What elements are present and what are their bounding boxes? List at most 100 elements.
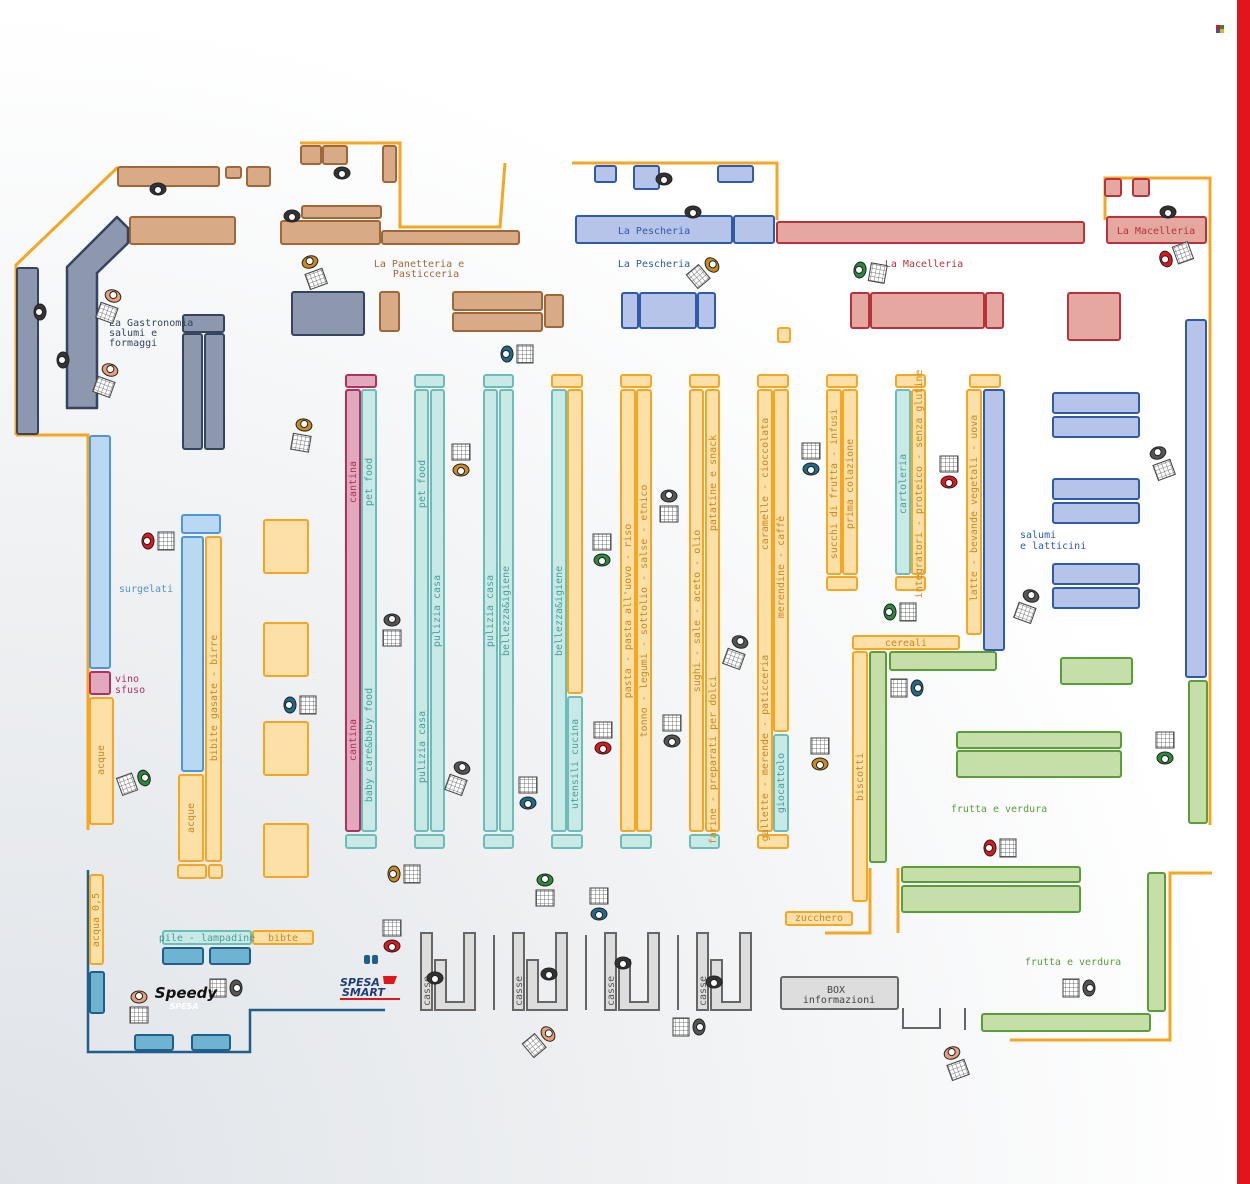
spesa-smart-text-1: SPESA	[340, 976, 380, 989]
staff-icon	[333, 166, 351, 180]
shelf-44	[208, 864, 223, 879]
shelf-5	[382, 145, 397, 183]
shelf-97	[852, 635, 960, 650]
shopper-with-cart-icon	[983, 838, 1017, 858]
staff-icon	[1159, 205, 1177, 219]
frutta-verdura-label-1: frutta e verdura	[951, 804, 1047, 815]
shelf-71	[689, 389, 704, 832]
pile-lampadine-label: pile - lampadine	[159, 933, 255, 944]
aisle-label-utensili: utensili cucina	[570, 719, 581, 809]
aisle-label-gallette: gallette - merende - paticceria	[760, 655, 771, 842]
shelf-3	[300, 145, 322, 165]
shelf-67	[620, 389, 636, 832]
spesa-smart-text-2: SMART	[342, 986, 386, 999]
shelf-37	[89, 671, 111, 695]
casse-label-3: casse	[606, 976, 617, 1006]
shelf-56	[414, 834, 445, 849]
shelf-43	[177, 864, 207, 879]
shelf-9	[381, 230, 520, 245]
shopper-with-cart-icon	[943, 1046, 970, 1082]
aisle-label-caramelle: caramelle - cioccolata	[760, 418, 771, 550]
shelf-38	[89, 697, 114, 825]
shelf-111	[162, 930, 252, 945]
shelf-96	[1185, 319, 1207, 678]
shelf-24	[621, 292, 639, 329]
horizontal-aisle-labels: cereali zucchero pile - lampadine bibte	[159, 638, 927, 944]
shopper-with-cart-icon	[535, 873, 555, 907]
salumi-latticini-label: salumi e latticini	[1020, 530, 1086, 552]
shelf-105	[1188, 680, 1208, 824]
casse-label-1: casse	[422, 976, 433, 1006]
shelf-103	[956, 731, 1122, 749]
shelf-13	[544, 294, 564, 328]
shelf-26	[697, 292, 716, 329]
shelf-74	[757, 374, 789, 388]
gray-walls	[493, 935, 966, 1030]
shelf-14	[16, 267, 39, 435]
aisle-label-sughi: sughi - sale - aceto - olio	[692, 530, 703, 693]
shelf-30	[1106, 216, 1207, 244]
shelf-41	[205, 536, 222, 862]
shelf-27	[776, 221, 1085, 244]
checkout-4: casse	[696, 932, 752, 1011]
checkout-3: casse	[604, 932, 660, 1011]
aisle-label-patatine: patatine e snack	[708, 435, 719, 531]
right-edge-bar	[1237, 0, 1250, 1184]
shelf-28	[1104, 178, 1122, 197]
aisle-label-integratori: integratori - proteico - senza glutine	[914, 370, 925, 599]
shopper-with-cart-icon	[722, 635, 749, 671]
shopper-with-cart-icon	[382, 919, 402, 953]
shelf-95	[1052, 587, 1140, 609]
shopper-with-cart-icon	[518, 776, 538, 810]
shopper-with-cart-icon	[92, 363, 119, 399]
speedy-logo-subtext: SPESA	[169, 1002, 198, 1011]
shopper-with-cart-icon	[593, 721, 613, 755]
shelf-12	[452, 312, 543, 332]
shelf-53	[414, 374, 445, 388]
shelves-layer	[16, 145, 1208, 1051]
staff-icon	[684, 205, 702, 219]
panetteria-label: La Panetteria e Pasticceria	[374, 259, 470, 280]
speedy-spesa-logo: Speedy SPESA	[155, 984, 219, 1011]
shelf-112	[252, 930, 314, 945]
shelf-68	[636, 389, 652, 832]
shelf-0	[117, 166, 220, 187]
corner-logo-icon	[1216, 25, 1224, 33]
aisle-label-succhi: succhi di frutta - infusi	[829, 409, 840, 560]
shelf-7	[301, 205, 382, 219]
aisle-label-cartoleria: cartoleria	[898, 454, 909, 514]
shelf-48	[263, 823, 309, 878]
casse-label-4: casse	[698, 976, 709, 1006]
shelf-34	[1067, 292, 1121, 341]
gastronomia-counter	[65, 215, 130, 410]
frutta-verdura-label-2: frutta e verdura	[1025, 957, 1121, 968]
exit-walls	[86, 870, 385, 1054]
shopper-with-cart-icon	[301, 255, 328, 291]
aisle-label-biscotti: biscotti	[855, 753, 866, 801]
shelf-108	[1147, 872, 1166, 1012]
shelf-113	[162, 947, 204, 965]
shopper-with-cart-icon	[1149, 446, 1176, 482]
shelf-23	[733, 215, 775, 244]
shelf-45	[263, 519, 309, 574]
shelf-72	[705, 389, 720, 832]
shopper-with-cart-icon	[853, 261, 888, 284]
surgelati-label: surgelati	[119, 584, 173, 595]
shelf-2	[246, 166, 271, 187]
shopper-with-cart-icon	[382, 613, 402, 647]
shelf-101	[889, 651, 997, 671]
shelf-107	[901, 885, 1081, 913]
shelf-54	[414, 389, 429, 832]
shopper-with-cart-icon	[387, 864, 421, 884]
aisle-label-bellezza_2: bellezza&igiene	[501, 566, 512, 656]
checkout-2: casse	[512, 932, 568, 1011]
shelf-11	[452, 291, 543, 311]
shelf-60	[483, 834, 514, 849]
shelf-99	[785, 911, 853, 926]
gastronomia-label: La Gastronomia salumi e formaggi	[109, 318, 199, 349]
shelf-51	[361, 389, 377, 832]
shopper-with-cart-icon	[1062, 978, 1096, 998]
aisle-label-colazione: prima colazione	[845, 439, 856, 529]
shopper-with-cart-icon	[592, 533, 612, 567]
